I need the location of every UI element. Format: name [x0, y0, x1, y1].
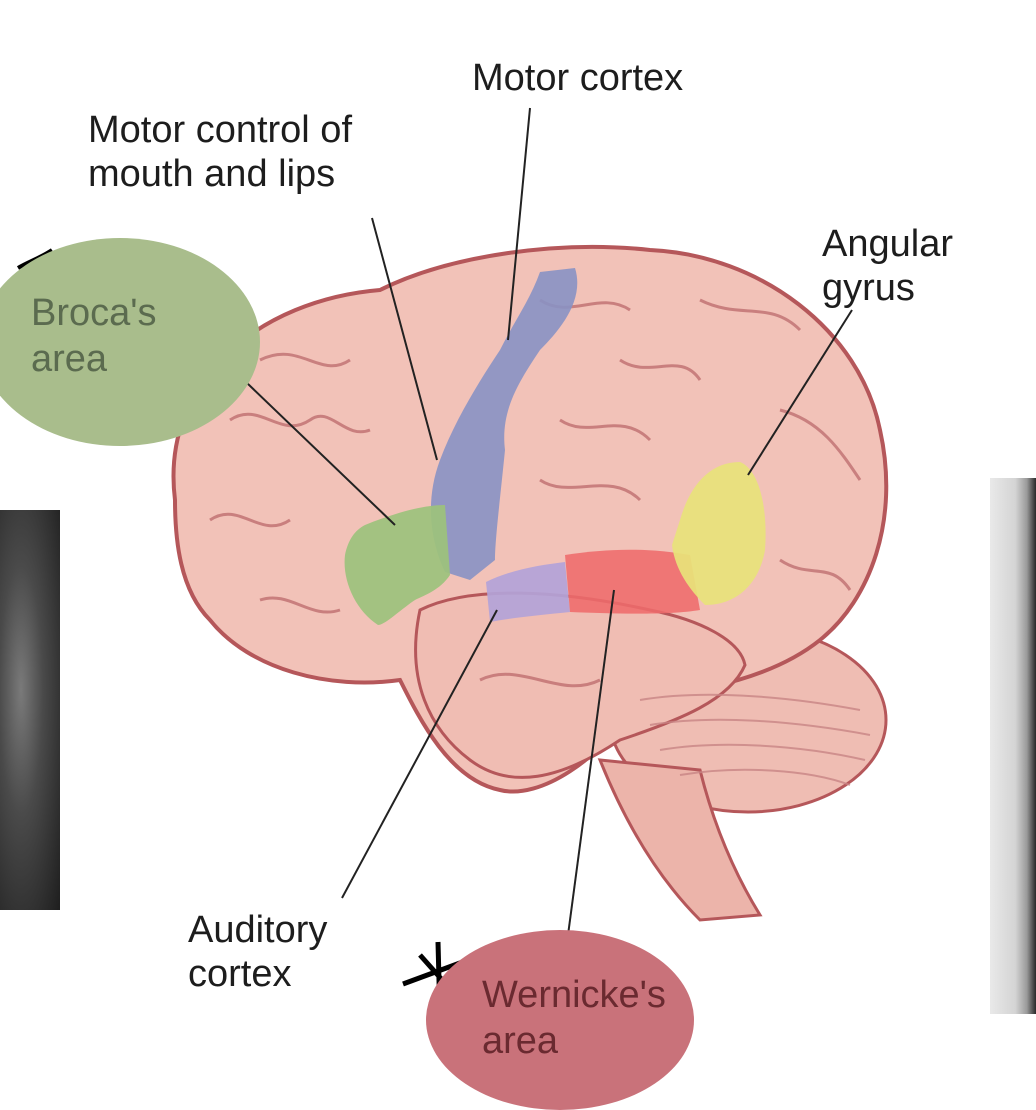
broca-area-label-line2: area — [31, 336, 107, 382]
angular-gyrus-label-line2: gyrus — [822, 266, 915, 310]
motor-cortex-label: Motor cortex — [472, 56, 683, 100]
auditory-cortex-label-line1: Auditory — [188, 908, 327, 952]
motor-control-label-line2: mouth and lips — [88, 152, 335, 196]
motor-control-label-line1: Motor control of — [88, 108, 352, 152]
wernicke-area-label-line2: area — [482, 1018, 558, 1064]
auditory-cortex-label-line2: cortex — [188, 952, 291, 996]
broca-area-label-line1: Broca's — [31, 290, 157, 336]
angular-gyrus-label-line1: Angular — [822, 222, 953, 266]
wernicke-area-bubble — [426, 930, 694, 1110]
wernicke-area-label-line1: Wernicke's — [482, 972, 666, 1018]
